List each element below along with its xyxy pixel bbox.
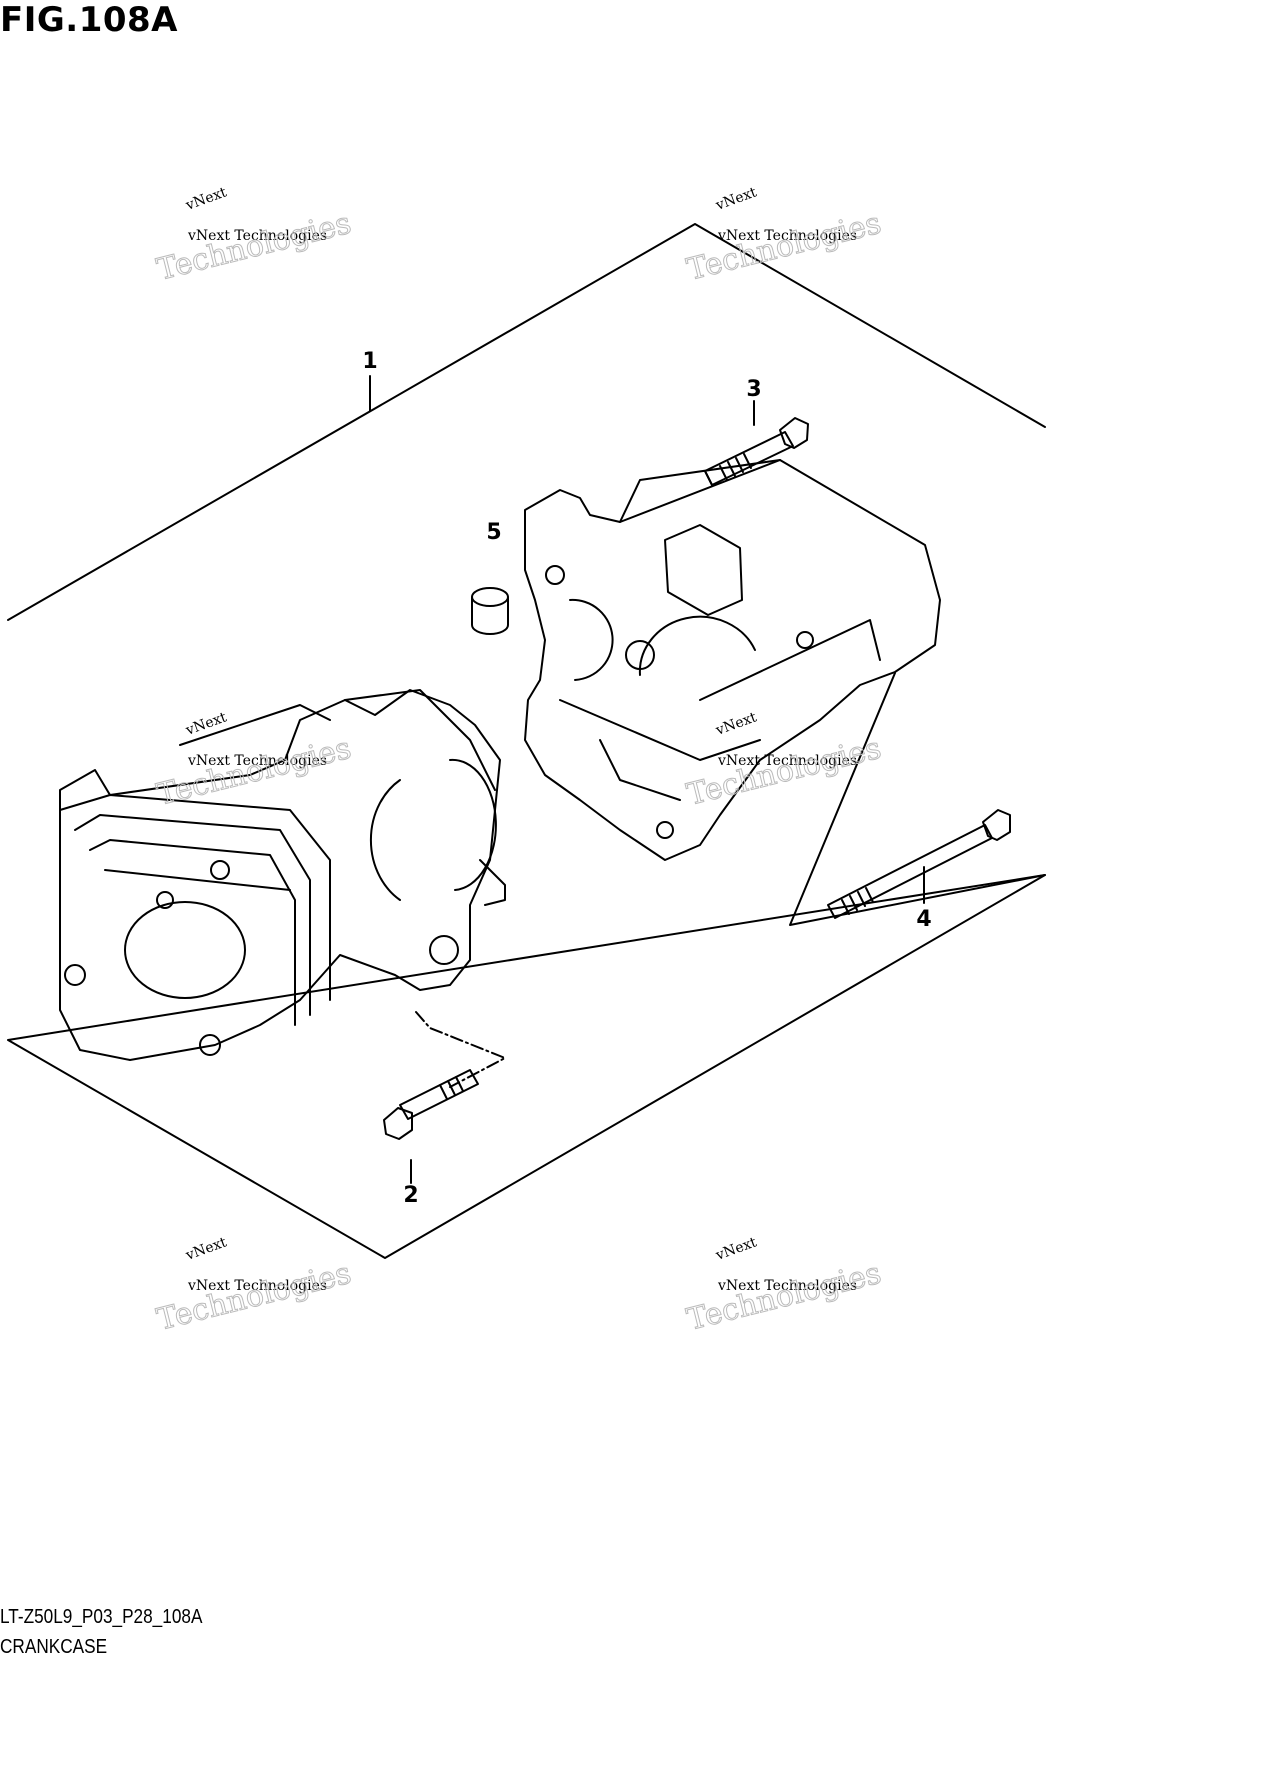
- watermark-mid-right: vNext vNext Technologies Technologies: [683, 709, 885, 813]
- svg-text:vNext Technologies: vNext Technologies: [187, 753, 327, 769]
- watermark-bottom-right: vNext vNext Technologies Technologies: [683, 1234, 885, 1338]
- figure-caption: CRANKCASE: [0, 1636, 108, 1658]
- svg-text:vNext: vNext: [713, 709, 759, 739]
- bolt-3: [704, 417, 809, 486]
- callout-3: 3: [746, 377, 761, 402]
- callout-1: 1: [362, 349, 377, 374]
- svg-text:vNext: vNext: [183, 1234, 229, 1264]
- bolt-2: [383, 1069, 479, 1140]
- assembly-boundary: [7, 223, 1046, 1259]
- svg-text:vNext Technologies: vNext Technologies: [187, 228, 327, 244]
- dowel-pin-5: [471, 587, 509, 635]
- crankcase-right-half: [524, 459, 941, 861]
- callout-4: 4: [916, 907, 931, 932]
- svg-text:Technologies: Technologies: [153, 1256, 354, 1338]
- leader-2-dashdot: [415, 1011, 506, 1088]
- watermark-top-left: vNext vNext Technologies Technologies: [153, 184, 355, 288]
- svg-text:vNext Technologies: vNext Technologies: [717, 228, 857, 244]
- svg-text:vNext Technologies: vNext Technologies: [717, 753, 857, 769]
- svg-text:vNext: vNext: [183, 709, 229, 739]
- figure-title: FIG.108A: [0, 0, 178, 40]
- callout-2: 2: [403, 1183, 418, 1208]
- watermark-bottom-left: vNext vNext Technologies Technologies: [153, 1234, 355, 1338]
- svg-text:Technologies: Technologies: [153, 206, 354, 288]
- svg-text:vNext: vNext: [183, 184, 229, 214]
- crankcase-left-half: [59, 689, 506, 1061]
- watermark-top-right: vNext vNext Technologies Technologies: [683, 184, 885, 288]
- drawing-code: LT-Z50L9_P03_P28_108A: [0, 1606, 203, 1628]
- svg-text:vNext: vNext: [713, 1234, 759, 1264]
- svg-text:vNext: vNext: [713, 184, 759, 214]
- svg-text:vNext Technologies: vNext Technologies: [187, 1278, 327, 1294]
- svg-text:Technologies: Technologies: [683, 1256, 884, 1338]
- leader-4-v: [789, 672, 1046, 926]
- watermark-mid-left: vNext vNext Technologies Technologies: [153, 709, 355, 813]
- callout-5: 5: [486, 520, 501, 545]
- svg-text:vNext Technologies: vNext Technologies: [717, 1278, 857, 1294]
- bolt-4: [827, 809, 1011, 919]
